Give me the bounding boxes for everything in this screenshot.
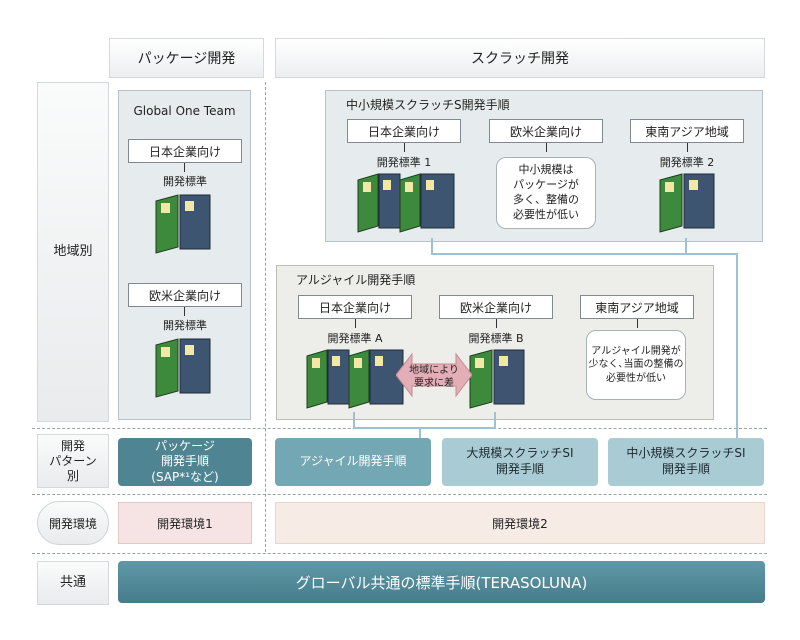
package-panel-title: Global One Team (133, 104, 236, 118)
connector (637, 319, 638, 328)
link-line (419, 427, 421, 438)
package-standard-b: 開発標準 (163, 319, 207, 332)
agile-western-box: 欧米企業向け (439, 295, 553, 319)
smb-panel-title: 中小規模スクラッチS開発手順 (346, 98, 510, 112)
binder-icon (155, 194, 211, 254)
binder-icon (357, 173, 455, 233)
row-label-common: 共通 (37, 561, 109, 605)
double-arrow-icon (396, 352, 472, 398)
common-bar: グローバル共通の標準手順(TERASOLUNA) (118, 561, 765, 603)
binder-icon (659, 173, 715, 233)
agile-standard-b: 開発標準 B (468, 332, 524, 345)
link-line (685, 238, 687, 254)
link-line (353, 412, 355, 428)
binder-icon (469, 349, 525, 409)
link-line (431, 238, 433, 254)
divider-3 (32, 553, 767, 554)
connector (184, 307, 185, 316)
connector (687, 143, 688, 152)
header-scratch: スクラッチ開発 (275, 38, 765, 78)
connector (355, 319, 356, 328)
agile-japan-box: 日本企業向け (298, 295, 412, 319)
smb-standard-1: 開発標準 1 (376, 156, 432, 169)
header-package: パッケージ開発 (109, 38, 264, 78)
package-standard-a: 開発標準 (163, 175, 207, 188)
smb-western-box: 欧米企業向け (489, 119, 603, 143)
agile-note: アルジャイル開発が 少なく､当面の整備の 必要性が低い (586, 330, 686, 400)
package-western-box: 欧米企業向け (128, 283, 242, 307)
link-line (353, 427, 496, 429)
pattern-package: パッケージ 開発手順 (SAP*¹など) (118, 438, 252, 486)
divider-2 (32, 494, 767, 495)
smb-note: 中小規模は パッケージが 多く、整備の 必要性が低い (496, 157, 596, 229)
connector (496, 319, 497, 328)
row-label-pattern: 開発 パターン 別 (37, 434, 109, 488)
connector (184, 163, 185, 172)
arrow-label: 地域により 要求に差 (409, 365, 459, 389)
agile-asia-box: 東南アジア地域 (580, 295, 694, 319)
env-1: 開発環境1 (118, 502, 252, 544)
connector (546, 143, 547, 152)
link-line (431, 253, 737, 255)
package-japan-box: 日本企業向け (128, 139, 242, 163)
pattern-large: 大規模スクラッチSI 開発手順 (442, 438, 598, 486)
link-line (736, 253, 738, 438)
agile-panel-title: アルジャイル開発手順 (296, 273, 416, 287)
binder-icon (155, 338, 211, 398)
pattern-smb: 中小規模スクラッチSI 開発手順 (608, 438, 764, 486)
smb-standard-2: 開発標準 2 (659, 156, 715, 169)
divider-vertical (265, 82, 266, 552)
pattern-agile: アジャイル開発手順 (275, 438, 431, 486)
env-2: 開発環境2 (275, 502, 765, 544)
row-label-region: 地域別 (37, 82, 109, 422)
agile-standard-a: 開発標準 A (327, 332, 383, 345)
link-line (494, 412, 496, 428)
binder-icon (306, 349, 404, 409)
row-label-environment: 開発環境 (37, 501, 109, 545)
smb-asia-box: 東南アジア地域 (630, 119, 744, 143)
connector (404, 143, 405, 152)
smb-japan-box: 日本企業向け (347, 119, 461, 143)
